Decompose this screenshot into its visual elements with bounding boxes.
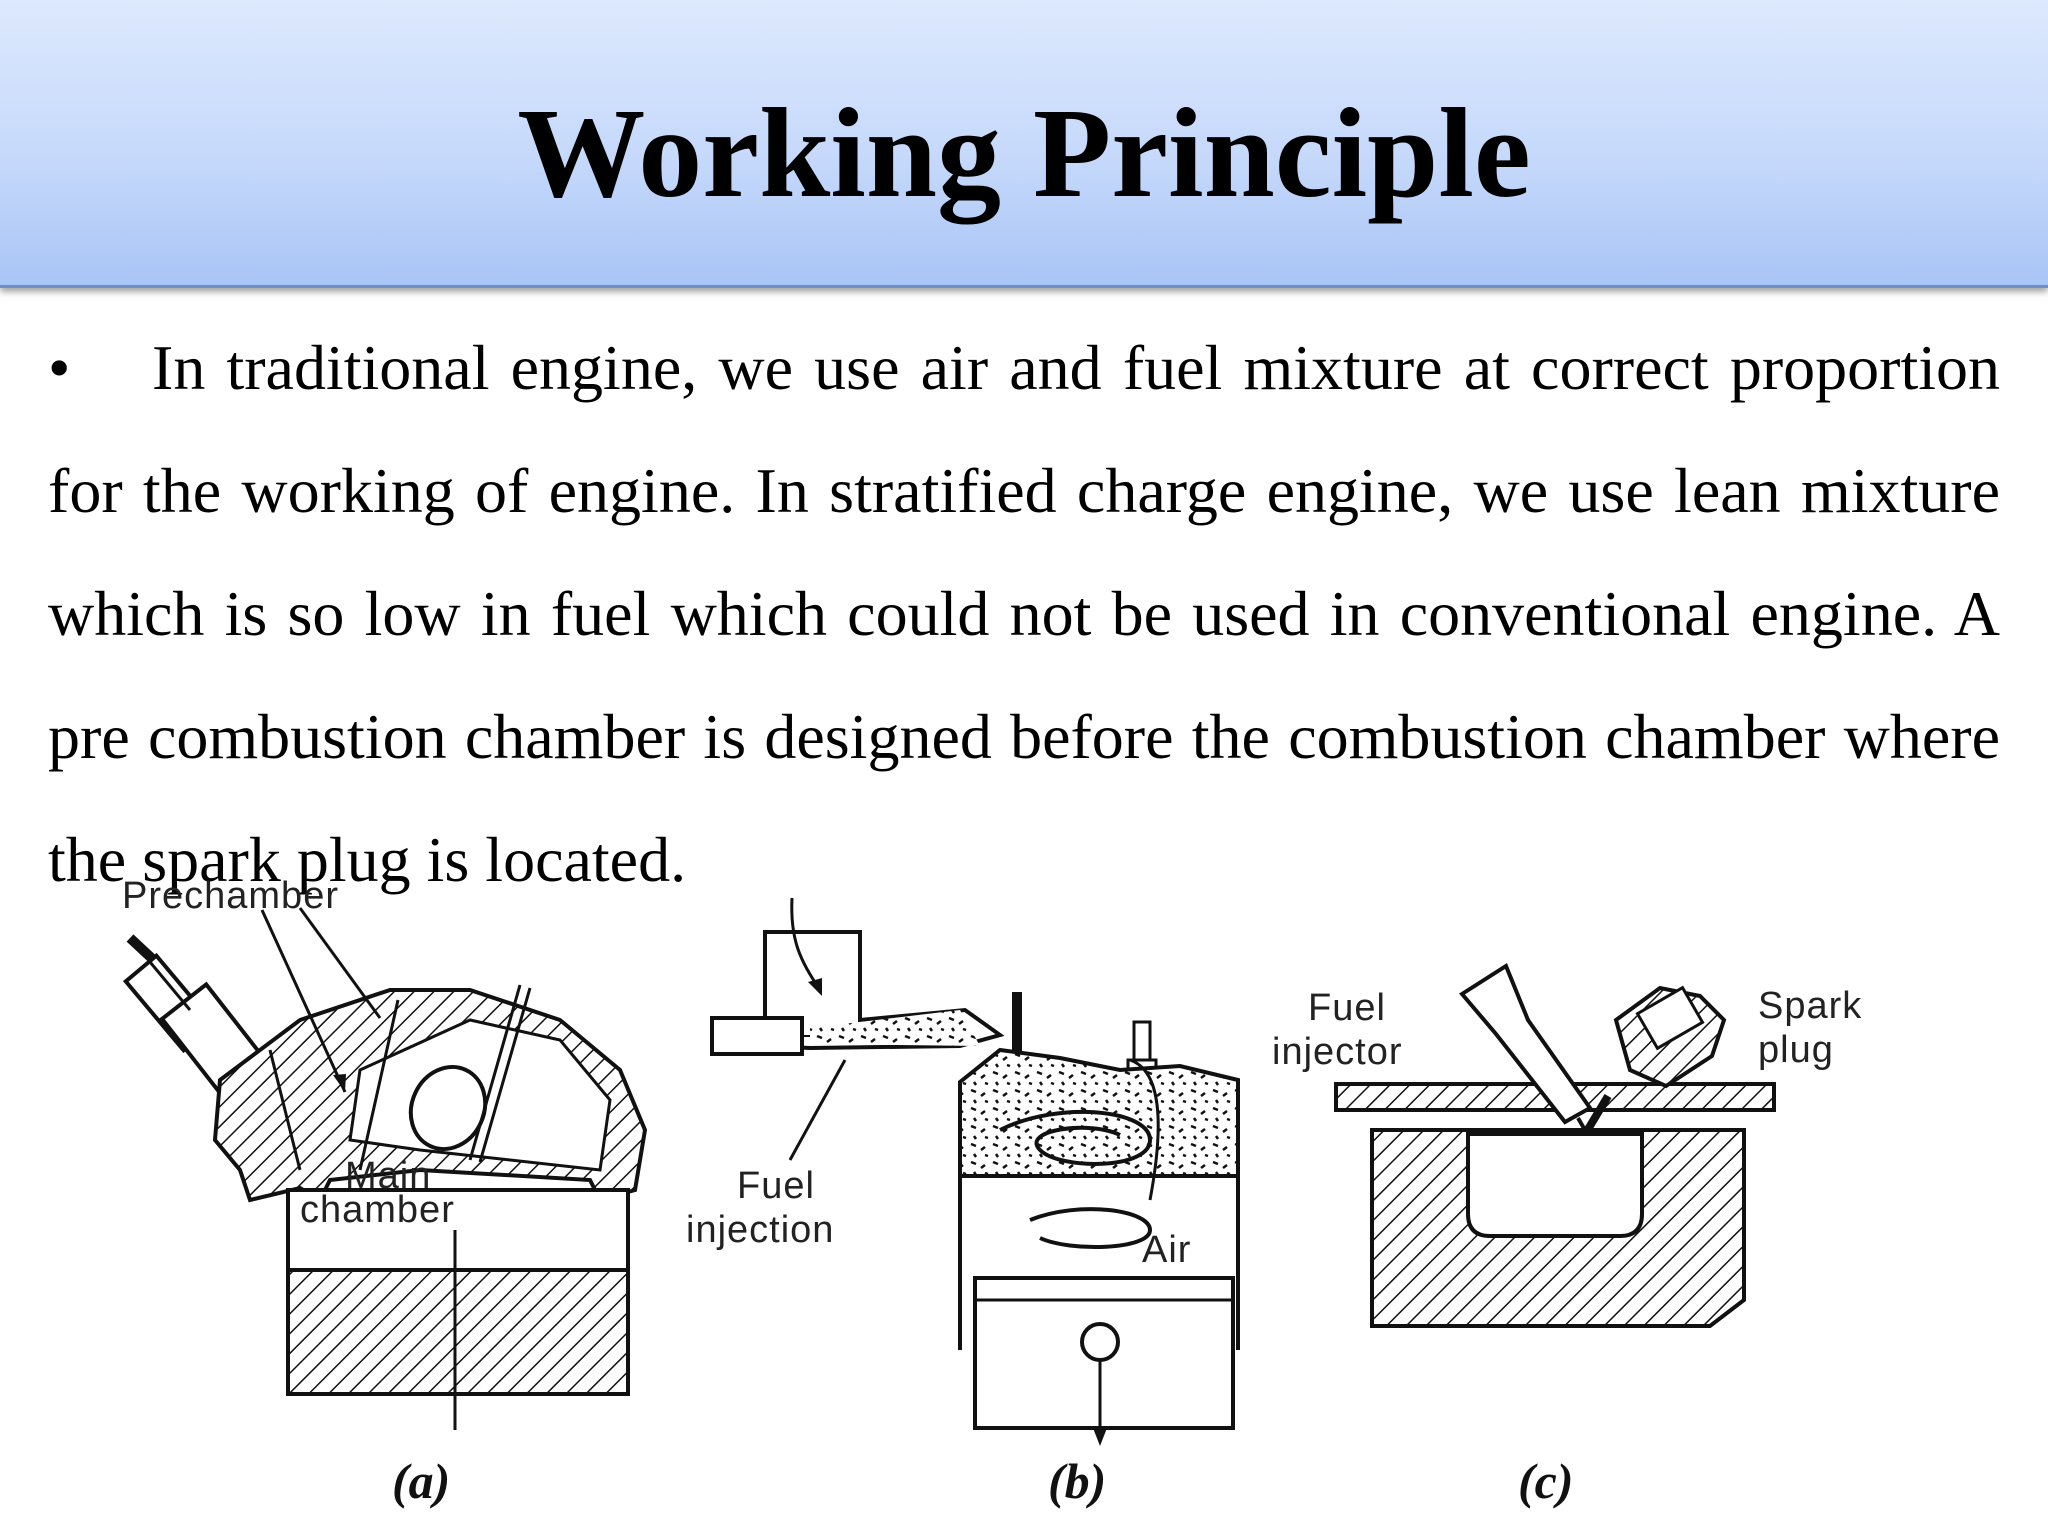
engine-diagrams-svg: Prechamber Main chamber (a): [122, 875, 1862, 1509]
label-plug: plug: [1758, 1029, 1834, 1071]
fuel-injector-b-icon: [710, 1016, 804, 1056]
caption-c: (c): [1518, 1453, 1574, 1509]
label-injection: injection: [686, 1209, 834, 1251]
label-fuel-c: Fuel: [1308, 987, 1386, 1029]
label-chamber: chamber: [300, 1189, 455, 1231]
label-main: Main: [345, 1155, 431, 1197]
engine-diagrams: Prechamber Main chamber (a): [0, 870, 2048, 1536]
bullet-symbol: •: [48, 332, 71, 403]
label-prechamber: Prechamber: [122, 875, 339, 917]
paragraph-text: In traditional engine, we use air and fu…: [48, 332, 2000, 895]
diagram-c: Fuel injector Spark plug (c): [1272, 963, 1862, 1509]
slide-title: Working Principle: [517, 82, 1531, 224]
label-fuel: Fuel: [737, 1165, 815, 1207]
label-air: Air: [1142, 1229, 1191, 1271]
fuel-injector-c-icon: [1458, 963, 1593, 1125]
spark-plug-b-icon: [1012, 992, 1022, 1058]
label-spark: Spark: [1758, 985, 1862, 1027]
spark-plug-c-icon: [1580, 985, 1727, 1139]
diagram-b: Fuel injection Air (b): [686, 897, 1240, 1509]
caption-b: (b): [1048, 1453, 1106, 1509]
bullet-paragraph: •In traditional engine, we use air and f…: [48, 306, 2000, 921]
label-injector: injector: [1272, 1031, 1403, 1073]
diagram-a: Prechamber Main chamber (a): [122, 875, 648, 1509]
caption-a: (a): [392, 1453, 450, 1509]
title-band: Working Principle: [0, 0, 2048, 288]
